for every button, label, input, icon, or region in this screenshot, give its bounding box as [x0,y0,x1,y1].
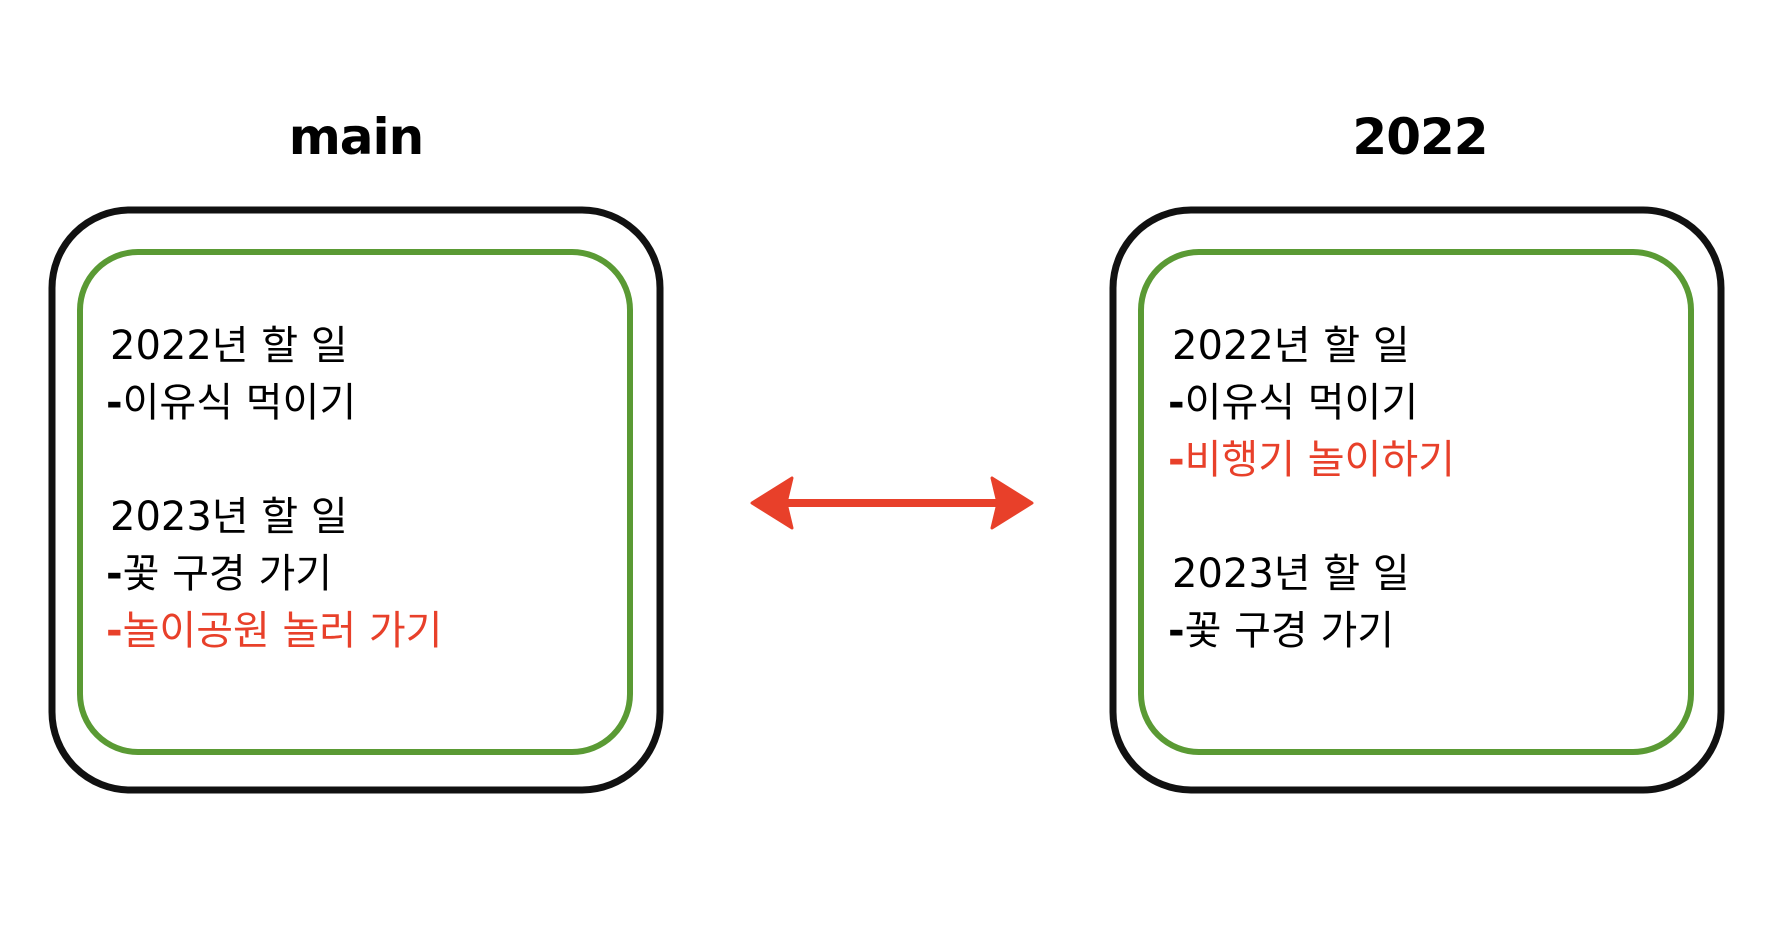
section-spacer [1168,489,1455,546]
left-panel-content: 2022년 할 일 -이유식 먹이기 2023년 할 일 -꽃 구경 가기 -놀… [106,318,442,660]
todo-item: -이유식 먹이기 [106,375,442,432]
arrow-head-left [750,476,794,530]
todo-item-text: 이유식 먹이기 [122,380,357,426]
right-inner-frame [1138,249,1694,755]
item-dash: - [106,380,123,426]
right-panel-content: 2022년 할 일 -이유식 먹이기 -비행기 놀이하기 2023년 할 일 -… [1168,318,1455,660]
item-dash: - [1168,608,1185,654]
section-heading: 2023년 할 일 [1172,551,1410,597]
section-heading: 2022년 할 일 [110,323,348,369]
section-heading: 2022년 할 일 [1172,323,1410,369]
todo-item-text: 꽃 구경 가기 [1184,608,1395,654]
todo-item-added: -비행기 놀이하기 [1168,432,1455,489]
todo-item-text: 비행기 놀이하기 [1184,437,1455,483]
arrow-head-right [990,476,1034,530]
todo-item: -이유식 먹이기 [1168,375,1455,432]
section-spacer [106,432,442,489]
left-panel-title: main [288,108,425,166]
item-dash: - [106,551,123,597]
left-inner-frame [77,249,633,755]
item-dash: - [106,608,123,654]
right-panel-title: 2022 [1352,108,1488,166]
right-outer-frame [1109,206,1725,794]
double-arrow-icon [750,476,1034,530]
todo-item-text: 꽃 구경 가기 [122,551,333,597]
left-outer-frame [48,206,664,794]
todo-item-text: 이유식 먹이기 [1184,380,1419,426]
item-dash: - [1168,437,1185,483]
item-dash: - [1168,380,1185,426]
todo-item: -꽃 구경 가기 [1168,603,1455,660]
todo-item-text: 놀이공원 놀러 가기 [122,608,443,654]
section-heading: 2023년 할 일 [110,494,348,540]
todo-item-added: -놀이공원 놀러 가기 [106,603,442,660]
todo-item: -꽃 구경 가기 [106,546,442,603]
